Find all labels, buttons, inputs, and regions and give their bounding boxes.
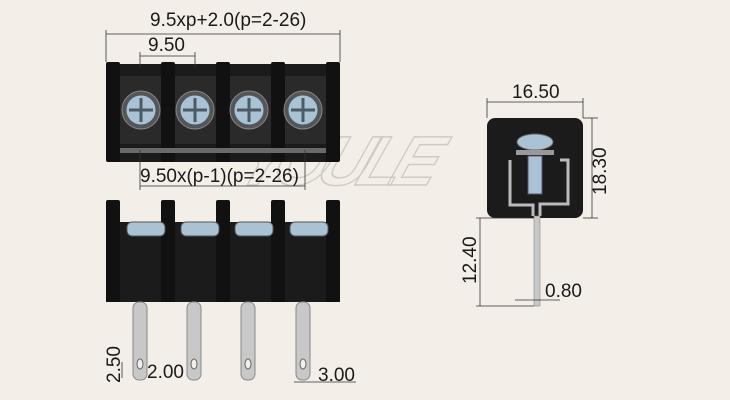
side-width-label: 16.50 bbox=[512, 82, 560, 103]
pin bbox=[234, 221, 274, 381]
pitch-label: 9.50 bbox=[148, 35, 185, 56]
side-height-label: 18.30 bbox=[590, 147, 611, 195]
screw-icon bbox=[229, 90, 269, 130]
pin bbox=[126, 221, 166, 381]
front-barrier bbox=[106, 200, 120, 302]
barrier bbox=[106, 62, 120, 162]
pin-thickness-label: 0.80 bbox=[545, 281, 582, 302]
overall-width-label: 9.5xp+2.0(p=2-26) bbox=[150, 10, 306, 31]
barrier bbox=[161, 62, 175, 162]
pin-length-label: 12.40 bbox=[460, 236, 481, 284]
hole-height-label: 2.50 bbox=[104, 346, 125, 383]
barrier bbox=[326, 62, 340, 162]
screw-icon bbox=[175, 90, 215, 130]
top-view bbox=[106, 62, 340, 162]
barrier bbox=[216, 62, 230, 162]
front-barrier bbox=[326, 200, 340, 302]
screw-icon bbox=[121, 90, 161, 130]
barrier bbox=[271, 62, 285, 162]
pin-width-label: 3.00 bbox=[318, 365, 355, 386]
pin bbox=[289, 221, 329, 381]
front-barrier bbox=[271, 200, 285, 302]
hole-diameter-label: 2.00 bbox=[147, 362, 184, 383]
pin bbox=[180, 221, 220, 381]
side-view bbox=[487, 118, 583, 307]
screw-icon bbox=[283, 90, 323, 130]
front-view bbox=[106, 200, 340, 381]
front-barrier bbox=[161, 200, 175, 302]
span-label: 9.50x(p-1)(p=2-26) bbox=[140, 166, 299, 187]
front-barrier bbox=[216, 200, 230, 302]
